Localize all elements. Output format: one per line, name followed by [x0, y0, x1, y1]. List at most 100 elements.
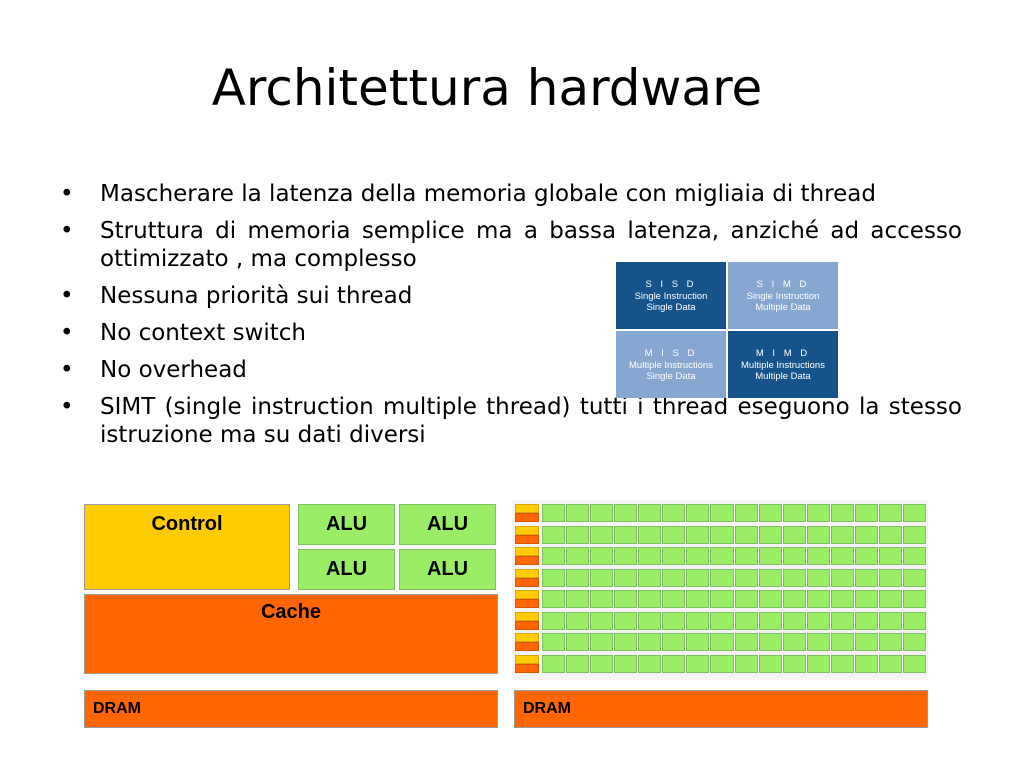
gpu-alu-cell: [758, 525, 782, 544]
gpu-row: [515, 525, 926, 544]
gpu-alu-cell: [854, 525, 878, 544]
cpu-alu-block: ALU: [399, 504, 496, 545]
flynn-taxonomy-grid: S I S D Single Instruction Single Data S…: [616, 262, 838, 398]
gpu-alu-cell: [710, 590, 734, 608]
bullet-text: Mascherare la latenza della memoria glob…: [100, 181, 876, 207]
gpu-alu-cell: [614, 654, 638, 673]
gpu-alu-cell: [782, 590, 806, 608]
gpu-alu-cell: [662, 525, 686, 544]
flynn-line: Single Instruction: [634, 290, 708, 302]
bullet-icon: •: [60, 181, 74, 207]
flynn-line: Multiple Instructions: [741, 359, 825, 371]
gpu-alu-cell: [638, 547, 662, 565]
gpu-alu-cell: [542, 568, 566, 587]
gpu-alu-cell: [590, 525, 614, 544]
gpu-row: [515, 568, 926, 587]
gpu-alu-cell: [830, 633, 854, 651]
gpu-alu-cell: [614, 504, 638, 522]
gpu-row: [515, 611, 926, 630]
gpu-alu-cell: [566, 633, 590, 651]
gpu-cache-cell: [515, 513, 539, 522]
gpu-alu-cell: [686, 525, 710, 544]
gpu-control-cell: [515, 654, 539, 664]
gpu-control-cell: [515, 633, 539, 642]
gpu-alu-cell: [686, 504, 710, 522]
gpu-alu-cell: [734, 611, 758, 630]
gpu-alu-cell: [638, 590, 662, 608]
bullet-item: •No overhead: [60, 356, 962, 384]
gpu-alu-cell: [614, 611, 638, 630]
gpu-cache-cell: [515, 577, 539, 587]
flynn-abbr: S I S D: [645, 278, 697, 290]
gpu-alu-cell: [710, 568, 734, 587]
gpu-alu-cell: [662, 568, 686, 587]
gpu-alu-cell: [830, 654, 854, 673]
gpu-dram-block: DRAM: [514, 690, 928, 728]
gpu-alu-strip: [542, 633, 926, 651]
gpu-alu-cell: [710, 525, 734, 544]
gpu-alu-cell: [830, 590, 854, 608]
gpu-alu-cell: [710, 611, 734, 630]
flynn-abbr: S I M D: [756, 278, 810, 290]
gpu-alu-cell: [902, 590, 926, 608]
flynn-line: Single Data: [646, 370, 696, 382]
gpu-alu-cell: [806, 590, 830, 608]
gpu-alu-cell: [638, 504, 662, 522]
gpu-alu-cell: [806, 654, 830, 673]
gpu-alu-cell: [614, 568, 638, 587]
bullet-text: Nessuna priorità sui thread: [100, 283, 413, 309]
gpu-row: [515, 504, 926, 522]
gpu-row: [515, 590, 926, 608]
gpu-alu-cell: [590, 547, 614, 565]
gpu-alu-cell: [638, 633, 662, 651]
gpu-alu-cell: [566, 611, 590, 630]
gpu-alu-cell: [734, 654, 758, 673]
bullet-text: SIMT (single instruction multiple thread…: [100, 394, 962, 448]
gpu-control-cell: [515, 611, 539, 621]
gpu-alu-cell: [590, 611, 614, 630]
gpu-alu-cell: [806, 525, 830, 544]
gpu-row: [515, 654, 926, 673]
bullet-item: •No context switch: [60, 319, 962, 347]
gpu-alu-cell: [854, 633, 878, 651]
gpu-alu-cell: [878, 504, 902, 522]
gpu-alu-cell: [878, 590, 902, 608]
gpu-alu-cell: [566, 547, 590, 565]
gpu-alu-cell: [878, 547, 902, 565]
gpu-alu-cell: [902, 504, 926, 522]
gpu-alu-cell: [734, 633, 758, 651]
gpu-cache-cell: [515, 556, 539, 565]
gpu-alu-cell: [710, 654, 734, 673]
gpu-alu-cell: [830, 504, 854, 522]
gpu-alu-cell: [590, 654, 614, 673]
gpu-row: [515, 633, 926, 651]
gpu-alu-cell: [686, 611, 710, 630]
gpu-alu-cell: [806, 547, 830, 565]
gpu-alu-cell: [710, 633, 734, 651]
gpu-alu-cell: [542, 611, 566, 630]
bullet-icon: •: [60, 357, 74, 383]
gpu-cache-cell: [515, 663, 539, 673]
gpu-alu-cell: [542, 654, 566, 673]
gpu-alu-cell: [902, 547, 926, 565]
gpu-alu-cell: [638, 568, 662, 587]
gpu-alu-cell: [710, 504, 734, 522]
flynn-abbr: M I M D: [755, 347, 811, 359]
gpu-alu-cell: [542, 547, 566, 565]
gpu-alu-cell: [806, 633, 830, 651]
gpu-alu-cell: [758, 590, 782, 608]
gpu-alu-cell: [902, 611, 926, 630]
gpu-alu-cell: [902, 654, 926, 673]
gpu-alu-cell: [878, 525, 902, 544]
bullet-icon: •: [60, 394, 74, 420]
gpu-alu-cell: [734, 590, 758, 608]
gpu-alu-cell: [590, 590, 614, 608]
gpu-alu-cell: [902, 568, 926, 587]
gpu-alu-cell: [830, 568, 854, 587]
gpu-alu-cell: [806, 504, 830, 522]
gpu-alu-cell: [614, 590, 638, 608]
flynn-cell-mimd: M I M D Multiple Instructions Multiple D…: [728, 331, 838, 398]
gpu-alu-cell: [590, 633, 614, 651]
gpu-alu-cell: [830, 611, 854, 630]
gpu-alu-cell: [758, 611, 782, 630]
